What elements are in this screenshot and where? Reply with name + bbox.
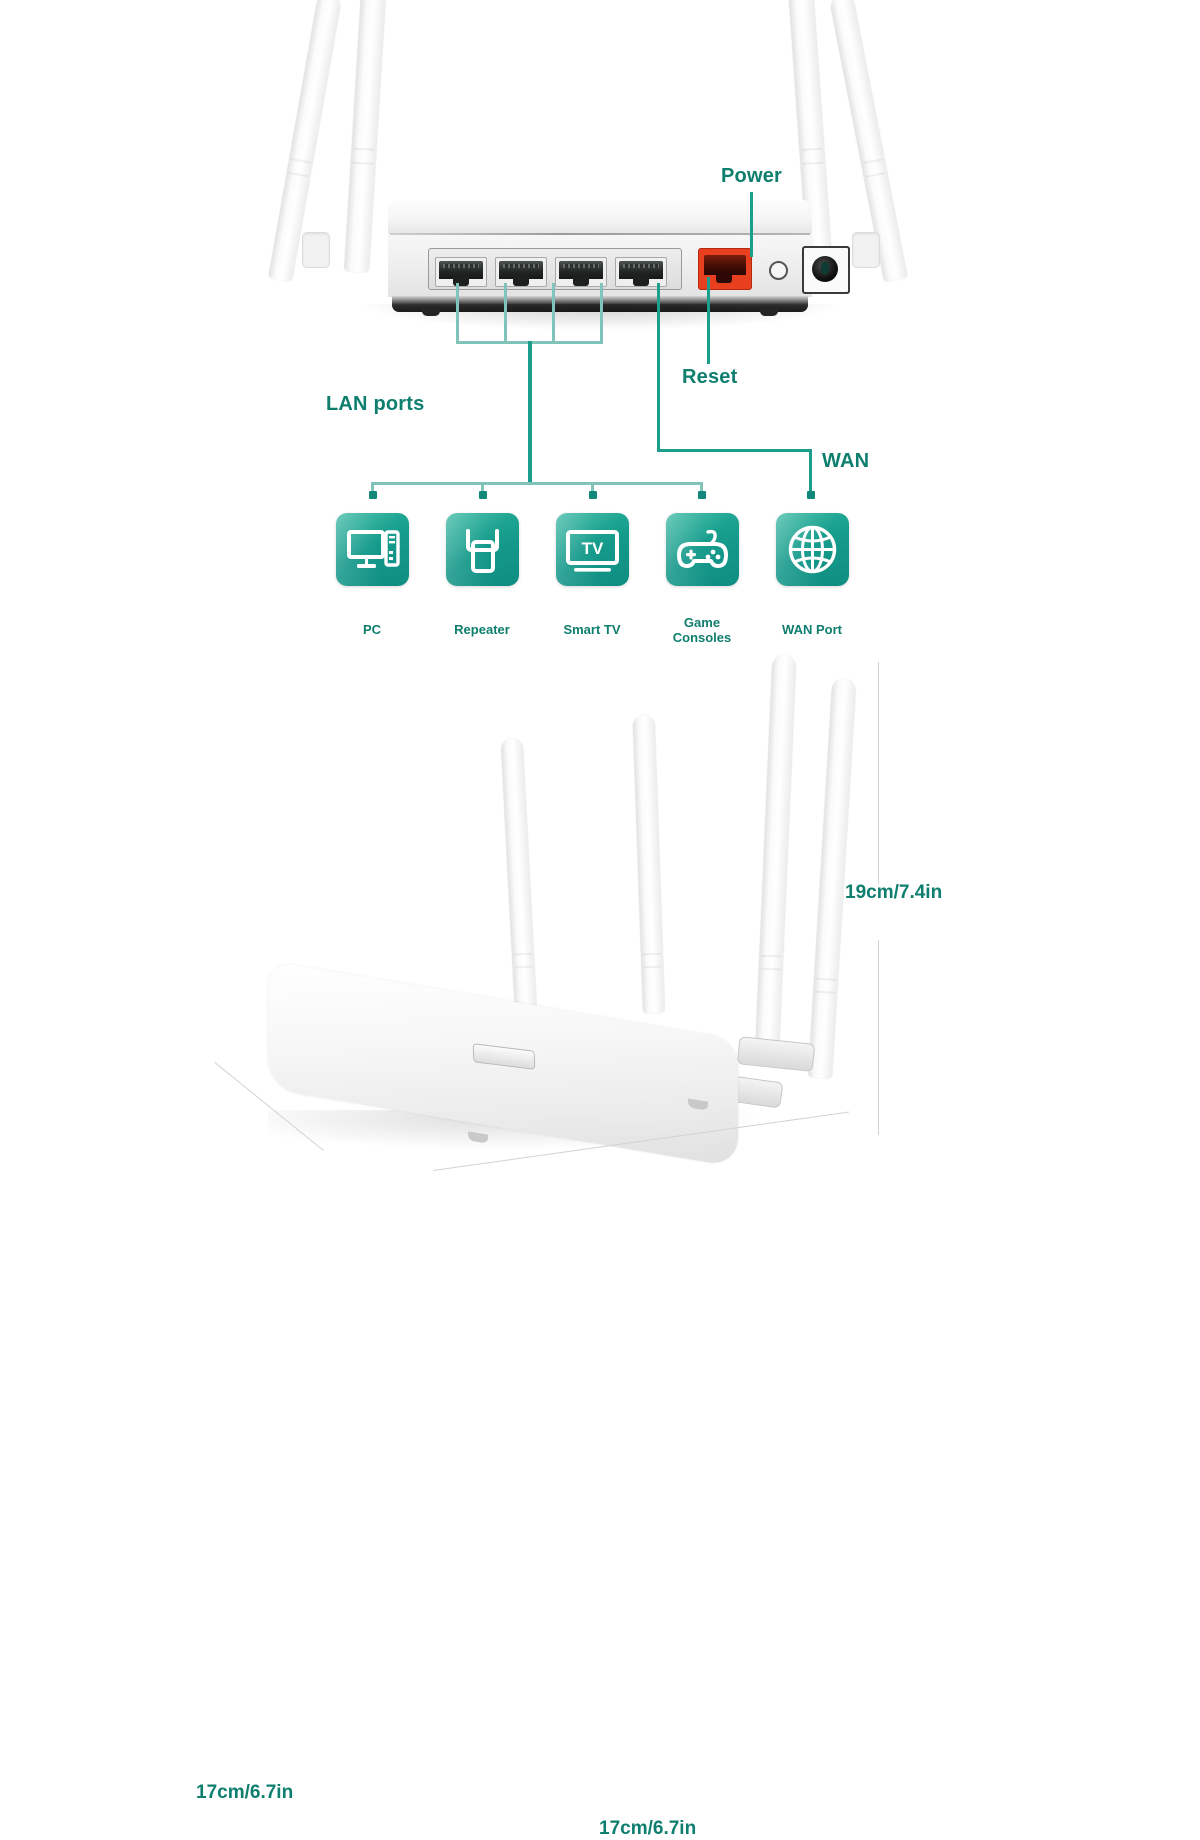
- wan-stem: [657, 283, 660, 451]
- product-antenna-hinge-upper: [736, 1036, 816, 1072]
- lan-endpoint-cap-4: [698, 491, 706, 499]
- rear-panel-section: Power Reset LAN ports WAN: [0, 0, 1200, 660]
- lan-port-1[interactable]: [435, 257, 487, 287]
- product-router-body: [268, 960, 768, 1168]
- dim-label-height: 19cm/7.4in: [845, 882, 943, 903]
- device-label-wan-port: WAN Port: [782, 622, 842, 637]
- device-label-smart-tv: Smart TV: [563, 622, 621, 637]
- dim-label-width: 17cm/6.7in: [599, 1818, 697, 1839]
- power-jack[interactable]: [802, 246, 850, 294]
- device-label-game-consoles-line2: Consoles: [672, 630, 732, 645]
- lan-stem-3: [552, 283, 555, 343]
- product-antenna-3: [755, 654, 797, 1056]
- device-label-game-consoles: Game: [627, 615, 777, 630]
- globe-icon: [788, 525, 837, 574]
- callout-label-reset: Reset: [682, 366, 738, 388]
- callout-line-power: [750, 192, 753, 257]
- lan-trunk: [528, 341, 532, 484]
- device-tile-smart-tv[interactable]: TV: [556, 513, 629, 586]
- antenna-left-inner: [344, 0, 388, 273]
- reset-button[interactable]: [769, 261, 788, 280]
- dim-label-depth: 17cm/6.7in: [196, 1782, 294, 1803]
- dim-guide-height-lower: [878, 940, 879, 1135]
- router-foot-right: [760, 308, 778, 316]
- antenna-hinge-right-outer: [852, 232, 880, 268]
- lan-branch-1: [371, 482, 374, 498]
- wan-drop: [809, 449, 812, 498]
- wifi-repeater-icon: [466, 529, 499, 573]
- lan-tree-bar: [371, 482, 703, 485]
- gamepad-icon: [677, 529, 728, 568]
- lan-branch-2: [481, 482, 484, 498]
- lan-port-4[interactable]: [615, 257, 667, 287]
- callout-label-lan-ports: LAN ports: [326, 393, 425, 415]
- router-foot-left: [422, 308, 440, 316]
- callout-line-reset: [707, 277, 710, 364]
- product-antenna-4: [808, 678, 857, 1079]
- router-seam: [390, 233, 810, 235]
- lan-endpoint-cap-2: [479, 491, 487, 499]
- device-label-game-consoles-line1: Game: [683, 615, 721, 630]
- wan-endpoint-cap: [807, 491, 815, 499]
- lan-endpoint-cap-3: [589, 491, 597, 499]
- lan-branch-3: [591, 482, 594, 498]
- lan-stem-2: [504, 283, 507, 343]
- product-antenna-1: [500, 737, 537, 1014]
- lan-endpoint-cap-1: [369, 491, 377, 499]
- lan-stem-4: [600, 283, 603, 343]
- dim-guide-height: [878, 662, 879, 884]
- callout-label-wan: WAN: [822, 450, 870, 472]
- device-tile-game-consoles[interactable]: [666, 513, 739, 586]
- lan-stem-1: [456, 283, 459, 343]
- product-antenna-2: [632, 714, 665, 1014]
- desktop-computer-icon: [347, 530, 400, 568]
- antenna-hinge-left-outer: [302, 232, 330, 268]
- lan-port-2[interactable]: [495, 257, 547, 287]
- router-top-shell: [388, 200, 812, 234]
- dimensions-section: 17cm/6.7in 17cm/6.7in 19cm/7.4in: [0, 654, 1200, 1839]
- television-icon: TV: [566, 530, 619, 572]
- device-tile-wan-port[interactable]: [776, 513, 849, 586]
- lan-port-3[interactable]: [555, 257, 607, 287]
- device-label-repeater: Repeater: [454, 622, 510, 637]
- tv-screen-text: TV: [582, 539, 604, 558]
- callout-label-power: Power: [721, 165, 783, 187]
- wan-elbow: [657, 449, 812, 452]
- device-tile-repeater[interactable]: [446, 513, 519, 586]
- device-label-pc: PC: [362, 622, 382, 637]
- device-tile-pc[interactable]: [336, 513, 409, 586]
- lan-port-group: [428, 248, 682, 290]
- lan-branch-4: [700, 482, 703, 498]
